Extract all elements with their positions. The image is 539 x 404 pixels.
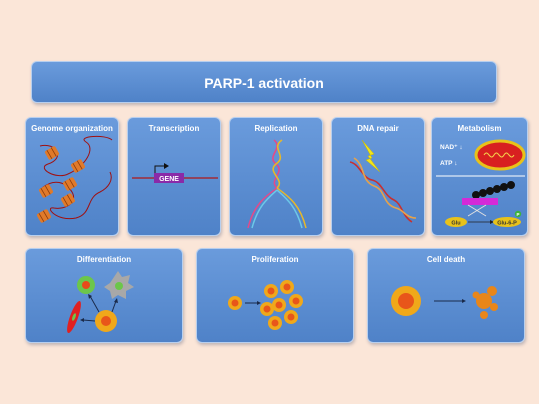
arrowhead <box>114 298 118 303</box>
inhibition-line <box>467 204 487 217</box>
arrow <box>111 300 117 313</box>
dying-cell <box>472 286 498 319</box>
arrow <box>82 319 96 322</box>
phosphate-badge <box>514 210 522 218</box>
daughter-strand <box>276 189 303 229</box>
arrowhead <box>462 299 466 303</box>
nucleosomes <box>37 146 85 223</box>
cell-nucleus <box>101 316 111 326</box>
nucleosome <box>37 209 51 223</box>
nad-label: NAD⁺ ↓ <box>440 144 463 151</box>
par-polymer-chain <box>472 181 515 199</box>
panel-label-proliferation: Proliferation <box>251 255 299 264</box>
gene-label: GENE <box>159 176 179 183</box>
reaction-arrowhead <box>490 220 494 224</box>
mitochondrion-cristae <box>483 152 515 158</box>
nucleosome <box>71 159 85 173</box>
arrowhead <box>88 294 92 299</box>
hexokinase-box <box>462 198 498 205</box>
panel-proliferation: Proliferation <box>196 248 354 343</box>
page-title: PARP-1 activation <box>204 75 324 91</box>
dna-strand-bottom <box>41 171 112 220</box>
panel-replication: Replication <box>229 117 323 236</box>
panel-label-replication: Replication <box>254 124 298 133</box>
panel-genome-organization: Genome organization <box>25 117 119 236</box>
arrowhead <box>80 318 84 322</box>
transcription-illustration: GENE <box>132 163 218 183</box>
dna-repair-illustration <box>349 139 417 223</box>
panel-label-genome: Genome organization <box>31 124 113 133</box>
damage-lightning-icon <box>361 139 381 173</box>
panel-metabolism: Metabolism NAD⁺ ↓ ATP ↓ Glu Glu-6-P P <box>431 117 528 236</box>
daughter-strand <box>251 189 278 229</box>
title-banner: PARP-1 activation <box>31 61 497 103</box>
panel-cell-death: Cell death <box>367 248 525 343</box>
arrowhead <box>257 301 261 305</box>
daughter-strand <box>276 187 307 229</box>
dna-helix-strand <box>272 139 283 189</box>
nucleosome <box>45 146 59 160</box>
nucleosome <box>63 177 77 191</box>
gene-box <box>154 173 184 183</box>
glu-node <box>445 217 467 227</box>
glu6p-label: Glu-6-P <box>497 221 517 227</box>
glu-label: Glu <box>451 221 460 227</box>
cell-nucleus <box>82 281 90 289</box>
panel-label-differentiation: Differentiation <box>76 255 132 264</box>
panel-transcription: Transcription GENE <box>127 117 221 236</box>
dna-strand <box>353 157 417 219</box>
cell-nucleus <box>72 313 76 321</box>
cell-nucleus <box>398 293 414 309</box>
daughter-strand <box>247 187 278 229</box>
nucleosome <box>61 193 75 207</box>
differentiation-illustration <box>67 271 134 334</box>
cell-cluster <box>260 280 303 330</box>
panel-label-repair: DNA repair <box>357 124 399 133</box>
panel-label-metabolism: Metabolism <box>457 124 502 133</box>
dna-strand-top <box>39 135 113 177</box>
panel-differentiation: Differentiation <box>25 248 183 343</box>
phosphate-label: P <box>516 212 519 217</box>
arrow <box>89 295 100 313</box>
proliferation-illustration <box>228 280 303 330</box>
cell-nucleus <box>231 299 239 307</box>
replication-fork-illustration <box>247 139 307 229</box>
panel-label-transcription: Transcription <box>148 124 200 133</box>
nucleosome <box>39 184 53 198</box>
metabolism-illustration: NAD⁺ ↓ ATP ↓ Glu Glu-6-P P <box>436 139 526 227</box>
mitochondrion-icon <box>474 139 526 171</box>
chromatin-illustration <box>37 135 113 223</box>
cell-nucleus <box>115 282 123 290</box>
panel-label-death: Cell death <box>426 255 466 264</box>
promoter-arrowhead <box>164 163 169 169</box>
panel-dna-repair: DNA repair <box>331 117 425 236</box>
atp-label: ATP ↓ <box>440 160 457 167</box>
dna-strand <box>349 161 413 223</box>
cell-death-illustration <box>391 286 498 319</box>
glu6p-node <box>493 217 521 227</box>
